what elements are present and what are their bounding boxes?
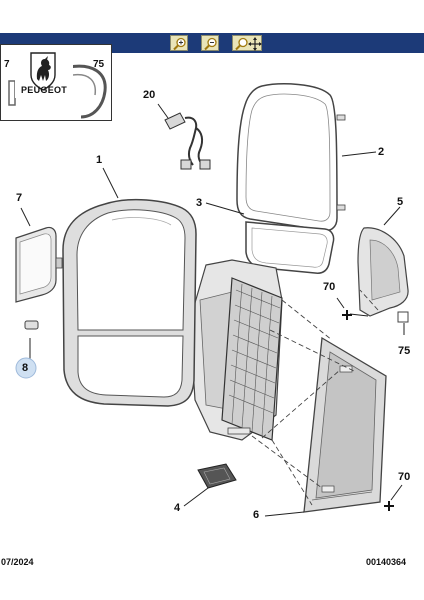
logo-inset: 7 75 PEUGEOT — [0, 44, 112, 121]
part-2-mirror-glass — [236, 83, 346, 232]
zoom-in-button[interactable] — [170, 35, 188, 51]
part-3-lower-glass — [245, 221, 335, 274]
part-6-rear-casing — [303, 336, 387, 513]
footer-ref: 00140364 — [366, 557, 407, 567]
zoom-out-button[interactable] — [201, 35, 219, 51]
part-5-cover — [357, 227, 409, 323]
leader-lines — [20, 103, 405, 517]
part-8-highlight[interactable] — [15, 357, 37, 379]
callout-6[interactable]: 6 — [253, 509, 260, 521]
part-8-plug — [24, 320, 39, 330]
callout-4[interactable]: 4 — [174, 502, 181, 514]
part-4-clip — [197, 463, 237, 489]
screw-markers — [342, 310, 394, 511]
callout-70-upper[interactable]: 70 — [323, 281, 336, 293]
callout-8[interactable]: 8 — [22, 362, 29, 374]
callout-5[interactable]: 5 — [397, 196, 404, 208]
part-7-indicator — [15, 226, 63, 303]
zoom-in-icon — [173, 37, 186, 51]
callout-1[interactable]: 1 — [96, 154, 103, 166]
zoom-move-icon — [235, 37, 262, 51]
callout-3[interactable]: 3 — [196, 197, 203, 209]
callout-7[interactable]: 7 — [16, 192, 23, 204]
part-20-wiring-harness — [164, 112, 211, 170]
zoom-move-button[interactable] — [232, 35, 262, 51]
motor-grid-assembly — [221, 277, 283, 441]
callout-70-lower[interactable]: 70 — [398, 471, 411, 483]
logo-inset-label-75: 75 — [93, 59, 105, 70]
callout-2[interactable]: 2 — [378, 146, 385, 158]
callout-20[interactable]: 20 — [143, 89, 156, 101]
logo-inset-label-7: 7 — [4, 59, 10, 70]
assembly-guides — [251, 289, 379, 506]
peugeot-logo — [8, 46, 107, 119]
zoom-out-icon — [204, 37, 217, 51]
footer-date: 07/2024 — [1, 557, 34, 567]
callout-75[interactable]: 75 — [398, 345, 411, 357]
logo-brand-text: PEUGEOT — [21, 85, 68, 95]
